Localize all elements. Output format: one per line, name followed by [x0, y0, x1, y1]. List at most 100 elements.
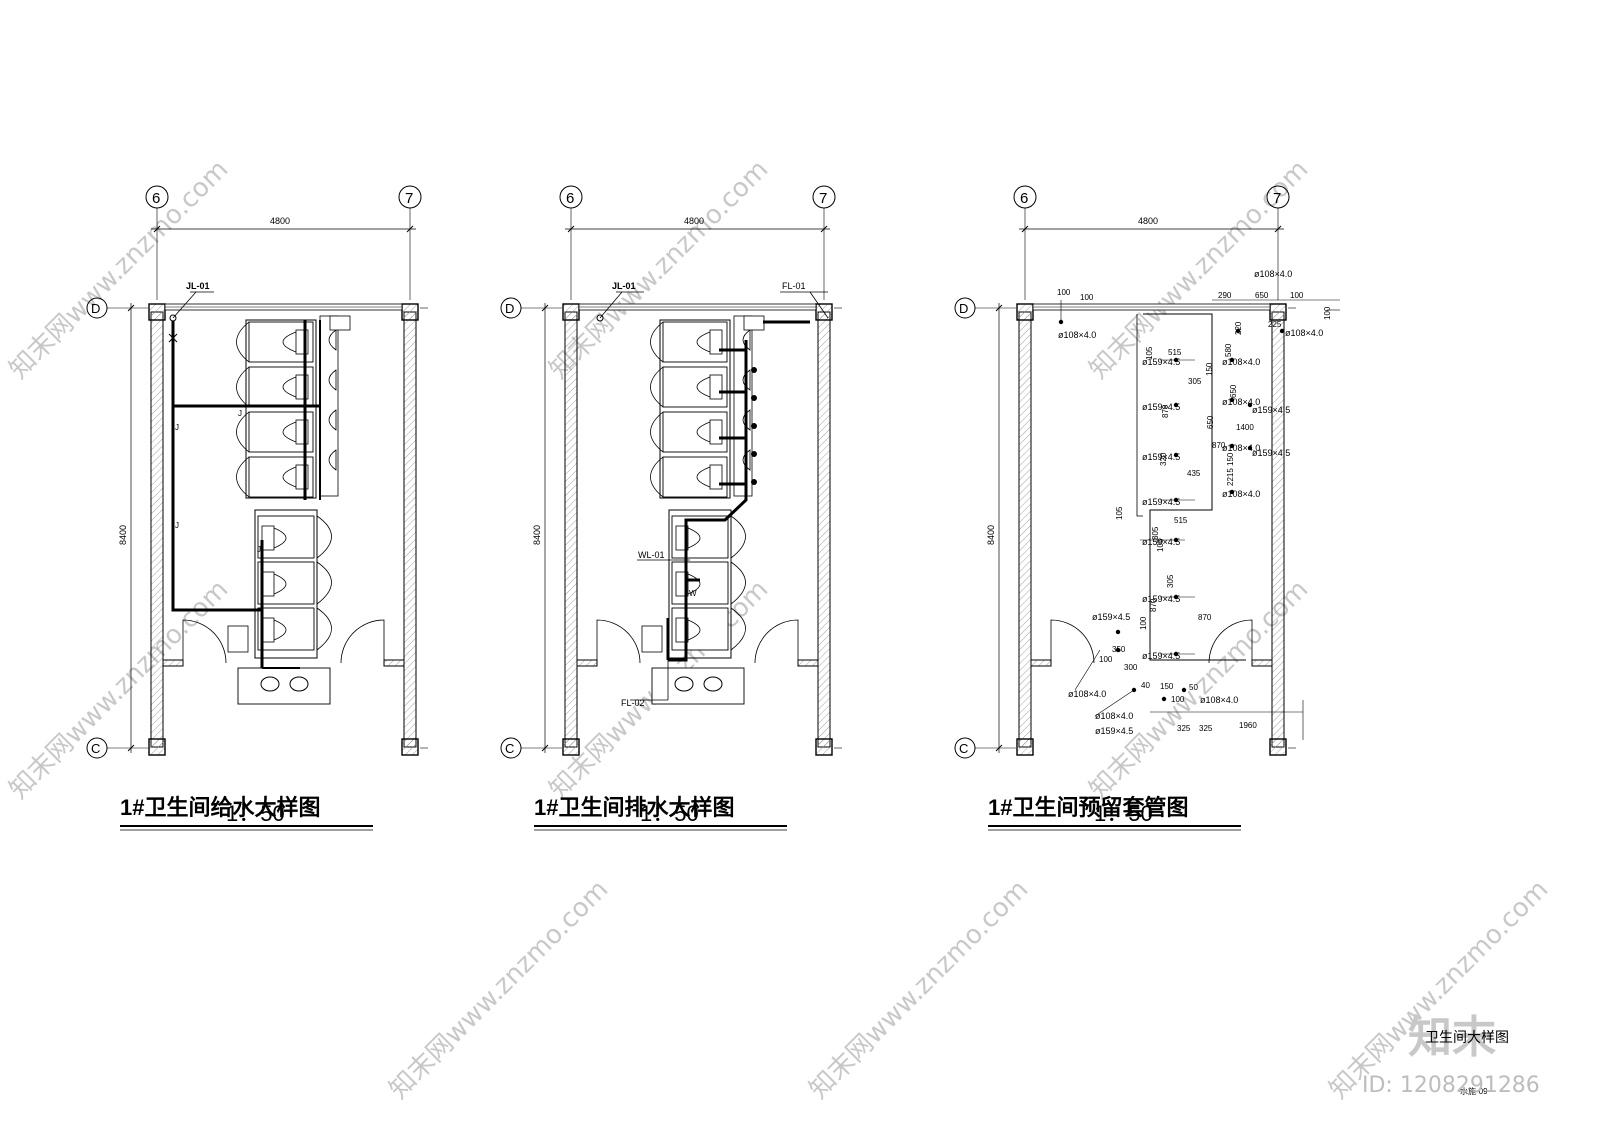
- sleeve-point: [1247, 402, 1253, 408]
- toilet-bowl: [696, 421, 711, 443]
- sleeve-diameter-label: ø159×4.5: [1252, 448, 1290, 458]
- urinal: [328, 329, 337, 351]
- riser-label-FL-02: FL-02: [621, 698, 645, 708]
- panel-scale: 1：50: [226, 801, 285, 826]
- dimension-tick: [153, 225, 161, 233]
- pipe-letter: J: [238, 409, 242, 418]
- sleeve-dimension: 650: [1255, 291, 1269, 300]
- riser-label-JL-01: JL-01: [612, 281, 636, 291]
- watermark-text: 知末网www.znzmo.com: [804, 874, 1035, 1105]
- wash-basin: [260, 676, 280, 692]
- urinal: [328, 409, 337, 431]
- sleeve-dimension: 150: [1205, 362, 1214, 376]
- sleeve-point: [1229, 397, 1235, 403]
- column: [401, 303, 419, 321]
- sleeve-dimension: 100: [1139, 616, 1148, 630]
- sleeve-point: [1247, 445, 1253, 451]
- toilet-tank: [295, 464, 309, 490]
- sleeve-dimension: 870: [1161, 404, 1170, 418]
- pipe-letter: J: [175, 423, 179, 432]
- stall-block-upper: [659, 319, 731, 499]
- toilet-bowl: [282, 421, 297, 443]
- grid-label-D: D: [91, 301, 100, 316]
- dimension-tick: [995, 744, 1003, 752]
- leader-line: [599, 291, 623, 319]
- panel-scale: 1：50: [1094, 801, 1153, 826]
- toilet-bowl: [687, 573, 701, 595]
- sleeve-dimension: 300: [1124, 663, 1138, 672]
- sleeve-diameter-label: ø159×4.5: [1092, 612, 1130, 622]
- dimension-tick: [1274, 225, 1282, 233]
- sleeve-dimension: 1960: [1239, 721, 1257, 730]
- toilet-bowl: [273, 573, 287, 595]
- sleeve-point: [1115, 647, 1121, 653]
- toilet-tank: [261, 525, 275, 551]
- sleeve-point: [1161, 696, 1167, 702]
- stall: [662, 456, 728, 498]
- watermark-text: 知末网www.znzmo.com: [384, 874, 615, 1105]
- toilet-bowl: [696, 331, 711, 353]
- dimension-tick: [127, 304, 135, 312]
- sleeve-dimension: 105: [1156, 538, 1165, 552]
- sleeve-point: [1173, 402, 1179, 408]
- sleeve-dimension: 305: [1166, 574, 1175, 588]
- stall: [671, 515, 729, 559]
- sleeve-dimension: 100: [1057, 288, 1071, 297]
- toilet-bowl: [282, 331, 297, 353]
- toilet-tank: [709, 374, 723, 400]
- stall: [662, 366, 728, 408]
- sleeve-diameter-label: ø108×4.0: [1068, 689, 1106, 699]
- sleeve-dimension: 100: [1290, 291, 1304, 300]
- dimension-height: 8400: [986, 525, 996, 545]
- grid-label-D: D: [505, 301, 514, 316]
- sleeve-diameter-label: ø108×4.0: [1285, 328, 1323, 338]
- floor-drain: [751, 479, 757, 485]
- wash-basin: [289, 676, 309, 692]
- sleeve-point: [1173, 452, 1179, 458]
- stall-door: [316, 607, 332, 651]
- urinal: [328, 449, 337, 471]
- toilet-tank: [709, 419, 723, 445]
- wall: [1030, 659, 1052, 667]
- grid-label-7: 7: [405, 190, 413, 207]
- toilet-bowl: [687, 619, 701, 641]
- urinal: [328, 369, 337, 391]
- sleeve-dimension: 650: [1229, 384, 1238, 398]
- sleeve-dimension: 40: [1141, 681, 1150, 690]
- toilet-tank: [709, 329, 723, 355]
- brand-logo-text: 知末: [1408, 1012, 1496, 1063]
- stall-block-lower: [254, 509, 318, 659]
- sleeve-dimension: 105: [1145, 346, 1154, 360]
- toilet-tank: [675, 617, 689, 643]
- wall: [1271, 311, 1285, 748]
- column: [148, 738, 166, 756]
- leader-line: [172, 291, 197, 319]
- sleeve-point: [1235, 328, 1241, 334]
- stall-door: [650, 321, 664, 363]
- stall-door: [236, 321, 250, 363]
- dimension-tick: [541, 744, 549, 752]
- sleeve-dimension: 870: [1212, 441, 1226, 450]
- column: [1269, 738, 1287, 756]
- vanity-counter: [651, 667, 745, 705]
- wall: [403, 311, 417, 748]
- stall-door: [730, 607, 746, 651]
- stall-door: [236, 366, 250, 408]
- sleeve-dimension: 220: [1234, 321, 1243, 335]
- sleeve-dimension: 305: [1151, 526, 1160, 540]
- wash-basin: [674, 676, 694, 692]
- wall: [383, 659, 405, 667]
- sleeve-dimension: 515: [1168, 348, 1182, 357]
- sleeve-diameter-label: ø159×4.5: [1142, 594, 1180, 604]
- dimension-tick: [127, 744, 135, 752]
- sleeve-dimension: 305: [1188, 377, 1202, 386]
- dimension-tick: [1021, 225, 1029, 233]
- grid-label-C: C: [91, 741, 100, 756]
- mop-basin: [641, 625, 663, 653]
- sleeve-dimension: 100: [1099, 655, 1113, 664]
- vanity-counter: [237, 667, 331, 705]
- panel-scale: 1：50: [640, 801, 699, 826]
- grid-label-6: 6: [1020, 190, 1028, 207]
- watermark-text: 知末网www.znzmo.com: [4, 154, 235, 385]
- column: [1269, 303, 1287, 321]
